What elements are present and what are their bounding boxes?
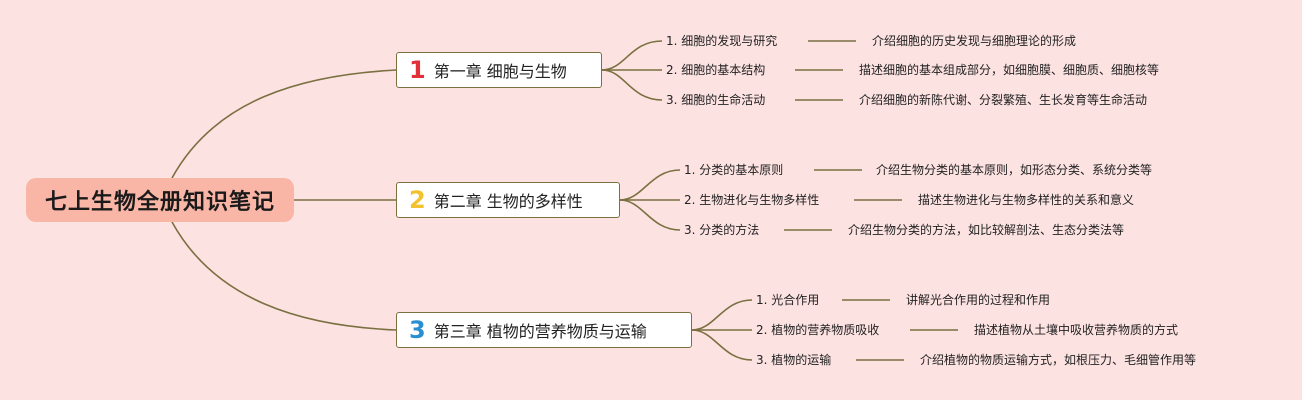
link-ch1-item-3 — [601, 69, 663, 101]
root-topic[interactable]: 七上生物全册知识笔记 — [26, 178, 294, 222]
chapter-1-item-1[interactable]: 1. 细胞的发现与研究 — [666, 34, 778, 48]
chapter-2-node[interactable]: 2 第二章 生物的多样性 — [396, 182, 620, 218]
chapter-2-item-2[interactable]: 2. 生物进化与生物多样性 — [684, 193, 820, 207]
chapter-2-item-3-description[interactable]: 介绍生物分类的方法，如比较解剖法、生态分类法等 — [848, 223, 1125, 237]
chapter-3-item-1-description[interactable]: 讲解光合作用的过程和作用 — [906, 293, 1051, 307]
chapter-2-item-3[interactable]: 3. 分类的方法 — [684, 223, 760, 237]
link-ch1-item-1 — [601, 40, 663, 71]
chapter-3-item-3[interactable]: 3. 植物的运输 — [756, 353, 832, 367]
chapter-1-node[interactable]: 1 第一章 细胞与生物 — [396, 52, 602, 88]
chapter-3-title: 第三章 植物的营养物质与运输 — [433, 322, 647, 341]
chapter-3-number: 3 — [409, 316, 426, 344]
chapter-3-item-2[interactable]: 2. 植物的营养物质吸收 — [756, 323, 880, 337]
chapter-3-node[interactable]: 3 第三章 植物的营养物质与运输 — [396, 312, 692, 348]
chapter-1-number: 1 — [409, 56, 426, 84]
chapter-2-item-2-description[interactable]: 描述生物进化与生物多样性的关系和意义 — [918, 193, 1135, 207]
chapter-2-title: 第二章 生物的多样性 — [433, 192, 583, 211]
chapter-1-item-2[interactable]: 2. 细胞的基本结构 — [666, 63, 766, 77]
chapter-2-item-1[interactable]: 1. 分类的基本原则 — [684, 163, 784, 177]
chapter-1-item-1-description[interactable]: 介绍细胞的历史发现与细胞理论的形成 — [872, 34, 1077, 48]
link-ch3-item-1 — [691, 299, 753, 331]
link-ch2-item-3 — [619, 199, 681, 231]
chapter-2-number: 2 — [409, 186, 426, 214]
chapter-3-item-1[interactable]: 1. 光合作用 — [756, 293, 820, 307]
chapter-2-item-1-description[interactable]: 介绍生物分类的基本原则，如形态分类、系统分类等 — [876, 163, 1153, 177]
chapter-1-title: 第一章 细胞与生物 — [433, 62, 567, 81]
chapter-1-item-3-description[interactable]: 介绍细胞的新陈代谢、分裂繁殖、生长发育等生命活动 — [859, 93, 1148, 107]
chapter-3-item-2-description[interactable]: 描述植物从土壤中吸收营养物质的方式 — [974, 323, 1179, 337]
chapter-1-item-2-description[interactable]: 描述细胞的基本组成部分，如细胞膜、细胞质、细胞核等 — [859, 63, 1160, 77]
link-root-chapter-1 — [171, 69, 397, 179]
link-ch3-item-3 — [691, 329, 753, 361]
link-ch2-item-1 — [619, 169, 681, 201]
chapter-3-item-3-description[interactable]: 介绍植物的物质运输方式，如根压力、毛细管作用等 — [920, 353, 1197, 367]
link-root-chapter-3 — [171, 221, 397, 331]
chapter-1-item-3[interactable]: 3. 细胞的生命活动 — [666, 93, 766, 107]
